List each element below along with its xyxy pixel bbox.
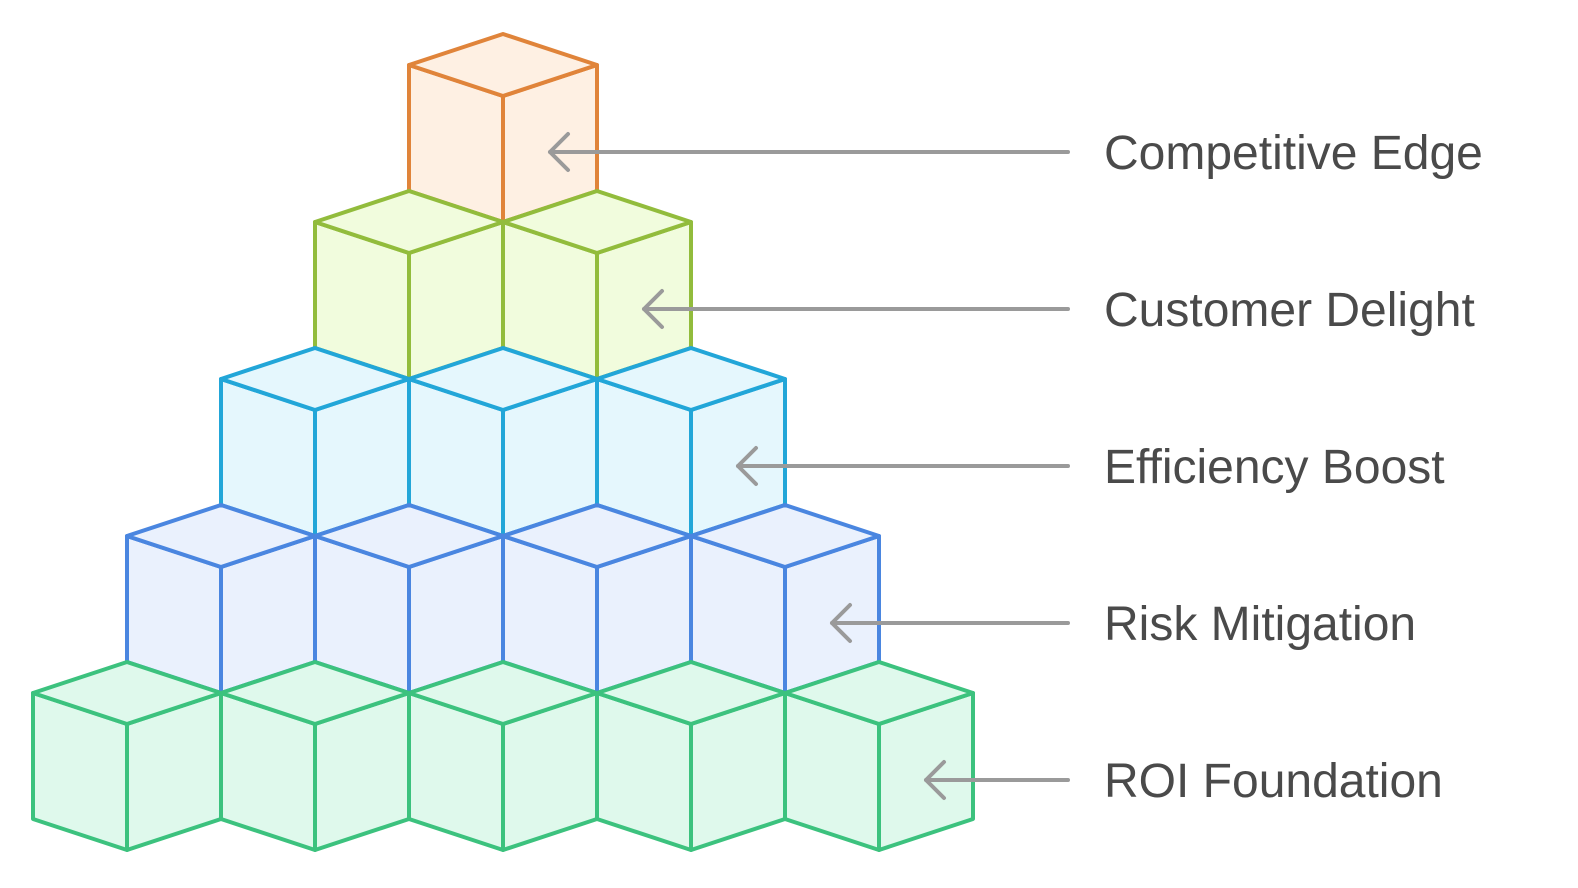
tier-1-arrow bbox=[548, 132, 1070, 172]
cube-top-face bbox=[219, 346, 411, 412]
cube-top-face bbox=[501, 503, 693, 569]
cube-top-face bbox=[501, 189, 693, 255]
cube bbox=[313, 503, 505, 695]
cube-top-face bbox=[407, 346, 599, 412]
tier-4-arrow bbox=[830, 603, 1070, 643]
cube bbox=[501, 189, 693, 381]
tier-5-arrow bbox=[924, 760, 1070, 800]
tier-2-cubes bbox=[313, 189, 693, 381]
arrow-head-icon bbox=[736, 446, 758, 486]
cube-top-face bbox=[689, 503, 881, 569]
cube bbox=[313, 189, 505, 381]
tier-1-cubes bbox=[407, 32, 599, 224]
cube bbox=[407, 346, 599, 538]
cube bbox=[219, 660, 411, 852]
arrow-head-icon bbox=[642, 289, 664, 329]
arrow-head-icon bbox=[830, 603, 852, 643]
cube-top-face bbox=[125, 503, 317, 569]
tier-3-arrow bbox=[736, 446, 1070, 486]
tier-3-cubes bbox=[219, 346, 787, 538]
arrow-head-icon bbox=[924, 760, 946, 800]
cube bbox=[125, 503, 317, 695]
tier-2-label: Customer Delight bbox=[1104, 284, 1475, 337]
cube-top-face bbox=[783, 660, 975, 726]
tier-4-label: Risk Mitigation bbox=[1104, 598, 1416, 651]
cube bbox=[595, 346, 787, 538]
cube bbox=[31, 660, 223, 852]
cube-top-face bbox=[595, 346, 787, 412]
tier-5-cubes bbox=[31, 660, 975, 852]
cube-top-face bbox=[407, 660, 599, 726]
cube bbox=[689, 503, 881, 695]
tier-4-cubes bbox=[125, 503, 881, 695]
cube-top-face bbox=[407, 32, 599, 98]
cube bbox=[595, 660, 787, 852]
cube bbox=[219, 346, 411, 538]
cube-top-face bbox=[31, 660, 223, 726]
tier-2-arrow bbox=[642, 289, 1070, 329]
cubes-layer bbox=[31, 32, 975, 852]
tier-3-label: Efficiency Boost bbox=[1104, 441, 1445, 494]
tier-1-label: Competitive Edge bbox=[1104, 127, 1483, 180]
cube-top-face bbox=[313, 189, 505, 255]
cube-top-face bbox=[219, 660, 411, 726]
tier-5-label: ROI Foundation bbox=[1104, 755, 1443, 808]
cube-top-face bbox=[313, 503, 505, 569]
cube bbox=[501, 503, 693, 695]
arrow-head-icon bbox=[548, 132, 570, 172]
cube-top-face bbox=[595, 660, 787, 726]
cube bbox=[407, 660, 599, 852]
cube bbox=[407, 32, 599, 224]
cube bbox=[783, 660, 975, 852]
